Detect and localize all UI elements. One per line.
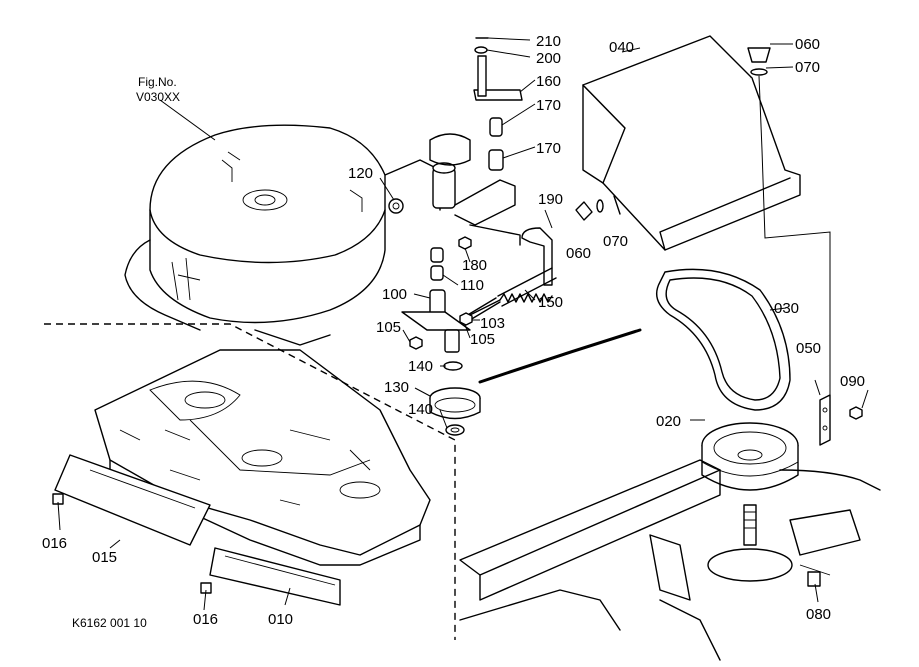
callout-103: 103 bbox=[480, 315, 505, 332]
callout-180: 180 bbox=[462, 257, 487, 274]
callout-016-bottom: 016 bbox=[193, 611, 218, 628]
callout-170-lower: 170 bbox=[536, 140, 561, 157]
deck-underside bbox=[52, 349, 431, 606]
v-belt bbox=[656, 268, 791, 411]
knob-left bbox=[575, 195, 621, 221]
callout-070-left: 070 bbox=[603, 233, 628, 250]
callout-100: 100 bbox=[382, 286, 407, 303]
reference-code: K6162 001 10 bbox=[72, 616, 147, 630]
callout-110: 110 bbox=[460, 277, 484, 294]
callout-130: 130 bbox=[384, 379, 409, 396]
knob-right bbox=[747, 47, 771, 151]
figure-label-line2: V030XX bbox=[136, 90, 180, 104]
deck-frame bbox=[459, 459, 881, 661]
callout-105-right: 105 bbox=[470, 331, 495, 348]
callout-120: 120 bbox=[348, 165, 373, 182]
leaders bbox=[57, 37, 869, 611]
callout-090: 090 bbox=[840, 373, 865, 390]
callout-040: 040 bbox=[609, 39, 634, 56]
callout-070-right: 070 bbox=[795, 59, 820, 76]
callout-010: 010 bbox=[268, 611, 293, 628]
bracket bbox=[819, 394, 863, 446]
belt-cover bbox=[582, 35, 801, 251]
callout-060-left: 060 bbox=[566, 245, 591, 262]
idler-pulley bbox=[429, 361, 481, 436]
callout-060-right: 060 bbox=[795, 36, 820, 53]
callout-015: 015 bbox=[92, 549, 117, 566]
callout-170-upper: 170 bbox=[536, 97, 561, 114]
callout-016-left: 016 bbox=[42, 535, 67, 552]
deck-housing bbox=[124, 124, 441, 346]
callout-140-lower: 140 bbox=[408, 401, 433, 418]
figure-label-line1: Fig.No. bbox=[138, 75, 177, 89]
callout-200: 200 bbox=[536, 50, 561, 67]
tension-arm-assembly bbox=[388, 37, 557, 353]
drive-pulley bbox=[701, 422, 799, 582]
callout-050: 050 bbox=[796, 340, 821, 357]
callout-140-upper: 140 bbox=[408, 358, 433, 375]
callout-020: 020 bbox=[656, 413, 681, 430]
routing-arrow bbox=[478, 328, 642, 384]
callout-080: 080 bbox=[806, 606, 831, 623]
callout-190: 190 bbox=[538, 191, 563, 208]
guide-line bbox=[761, 149, 831, 395]
callout-150: 150 bbox=[538, 294, 563, 311]
callout-030: 030 bbox=[774, 300, 799, 317]
callout-105-left: 105 bbox=[376, 319, 401, 336]
callout-160: 160 bbox=[536, 73, 561, 90]
callout-210: 210 bbox=[536, 33, 561, 50]
